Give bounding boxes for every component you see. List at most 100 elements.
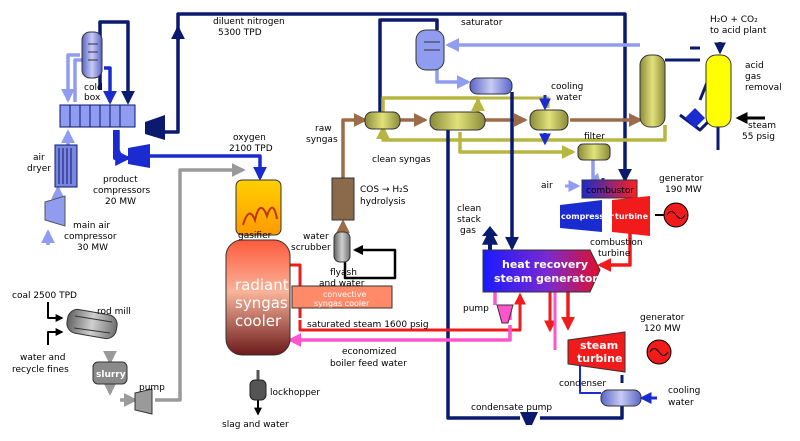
condenser-unit (600, 389, 642, 407)
label-cold-box-1: cold (84, 83, 103, 93)
label-acid-gas-removal-3: removal (745, 83, 782, 93)
saturator-exchanger (469, 77, 513, 95)
convective-syngas-cooler (291, 285, 393, 309)
rod-mill (66, 308, 118, 340)
label-generator-190-1: generator (659, 174, 704, 184)
label-radiant-1: radiant (235, 276, 289, 294)
saturator-vessel (415, 29, 445, 71)
label-clean-stack-1: clean (457, 204, 481, 214)
label-water-recycle-1: water and (20, 353, 65, 363)
label-filter: filter (584, 132, 605, 142)
label-compressor: compressor (561, 212, 614, 221)
label-clean-stack-3: gas (460, 226, 476, 236)
hrsg-pump (496, 304, 514, 324)
label-economized-1: economized (342, 347, 396, 357)
nitrogen-compressor (145, 115, 165, 140)
label-gasifier: gasifier (238, 231, 272, 241)
label-combustion-turbine-2: turbine (598, 249, 631, 259)
slurry-tank (92, 361, 128, 385)
label-coal: coal 2500 TPD (12, 291, 77, 301)
label-cold-box-2: box (84, 93, 101, 103)
label-main-air-compressor-1: main air (73, 221, 110, 231)
label-cos-hydrolysis-2: hydrolysis (360, 197, 406, 207)
gasifier-vessel (235, 179, 282, 236)
label-steam-55-2: 55 psig (742, 132, 775, 142)
acid-gas-absorber (639, 54, 666, 128)
hrsg-unit (482, 249, 601, 293)
water-scrubber-vessel (333, 231, 351, 263)
combustor-unit (581, 179, 638, 199)
cos-hydrolysis-bed (331, 177, 355, 221)
label-product-compressors-2: compressors (93, 186, 151, 196)
label-oxygen-2: 2100 TPD (229, 144, 273, 154)
label-generator-120-1: generator (640, 313, 685, 323)
label-main-air-compressor-3: 30 MW (77, 243, 108, 253)
label-acid-gas-removal-2: gas (745, 72, 761, 82)
label-main-air-compressor-2: compressor (64, 232, 117, 242)
label-hrsg-2: steam generator (494, 272, 598, 285)
label-steam-turbine-1: steam (580, 339, 618, 352)
label-economized-2: boiler feed water (330, 359, 407, 369)
label-radiant-2: syngas (235, 294, 288, 312)
label-diluent-nitrogen-1: diluent nitrogen (213, 17, 285, 27)
label-convective-1: convective (323, 290, 367, 299)
label-slag-and-water: slag and water (222, 420, 289, 430)
label-cooling-water-bottom-1: cooling (668, 386, 700, 396)
label-flyash-2: and water (319, 279, 365, 289)
label-pump: pump (139, 383, 165, 393)
label-air-dryer-2: dryer (27, 164, 51, 174)
label-product-compressors-3: 20 MW (105, 197, 136, 207)
label-to-acid-plant: to acid plant (710, 26, 767, 36)
syngas-exchanger-3 (529, 109, 569, 131)
gas-turbine-compressor (560, 200, 602, 232)
label-combustor: combustor (586, 186, 634, 196)
label-raw-syngas-1: raw (315, 124, 332, 134)
label-hrsg-1: heat recovery (502, 258, 588, 271)
label-h2o-co2: H₂O + CO₂ (710, 15, 758, 25)
cold-box (81, 31, 103, 79)
label-clean-stack-2: stack (457, 215, 482, 225)
label-cooling-water-bottom-2: water (668, 398, 694, 408)
label-convective-2: syngas cooler (314, 299, 370, 308)
gas-turbine-expander (612, 196, 650, 236)
label-turbine: turbine (615, 212, 649, 221)
syngas-exchanger-1 (364, 111, 401, 130)
label-water-recycle-2: recycle fines (12, 365, 69, 375)
label-condenser: condenser (559, 379, 606, 389)
slurry-pump (134, 388, 153, 415)
label-slurry: slurry (96, 370, 126, 380)
gasifier-flame (242, 206, 278, 226)
label-oxygen-1: oxygen (233, 133, 266, 143)
label-saturator: saturator (461, 18, 503, 28)
label-clean-syngas: clean syngas (372, 155, 431, 165)
label-acid-gas-removal-1: acid (745, 61, 764, 71)
label-rod-mill: rod mill (97, 307, 131, 317)
label-condensate-pump: condensate pump (471, 403, 552, 413)
label-air-dryer-1: air (33, 153, 45, 163)
label-generator-190-2: 190 MW (665, 185, 702, 195)
heat-exchanger-bank (59, 104, 136, 128)
label-product-compressors-1: product (103, 175, 138, 185)
label-raw-syngas-2: syngas (306, 135, 338, 145)
label-radiant-3: cooler (235, 312, 282, 330)
label-combustion-turbine-1: combustion (590, 238, 643, 248)
label-diluent-nitrogen-2: 5300 TPD (218, 28, 262, 38)
acid-gas-stripper (705, 54, 732, 128)
label-pump-hrsg: pump (463, 304, 489, 314)
label-cooling-water-top-1: cooling (551, 82, 583, 92)
label-cos-hydrolysis-1: COS → H₂S (360, 185, 409, 195)
label-water-scrubber-1: water (303, 232, 329, 242)
acid-gas-valve (685, 108, 705, 128)
label-saturated-steam: saturated steam 1600 psig (307, 320, 429, 330)
label-steam-55-1: steam (748, 121, 776, 131)
radiant-syngas-cooler (225, 239, 291, 356)
label-lockhopper: lockhopper (270, 388, 320, 398)
stack-outlet (482, 226, 498, 236)
steam-turbine-unit (567, 331, 626, 373)
lockhopper-vessel (249, 379, 267, 401)
label-water-scrubber-2: scrubber (291, 243, 331, 253)
label-flyash-1: flyash (330, 268, 357, 278)
product-compressor (128, 144, 150, 168)
